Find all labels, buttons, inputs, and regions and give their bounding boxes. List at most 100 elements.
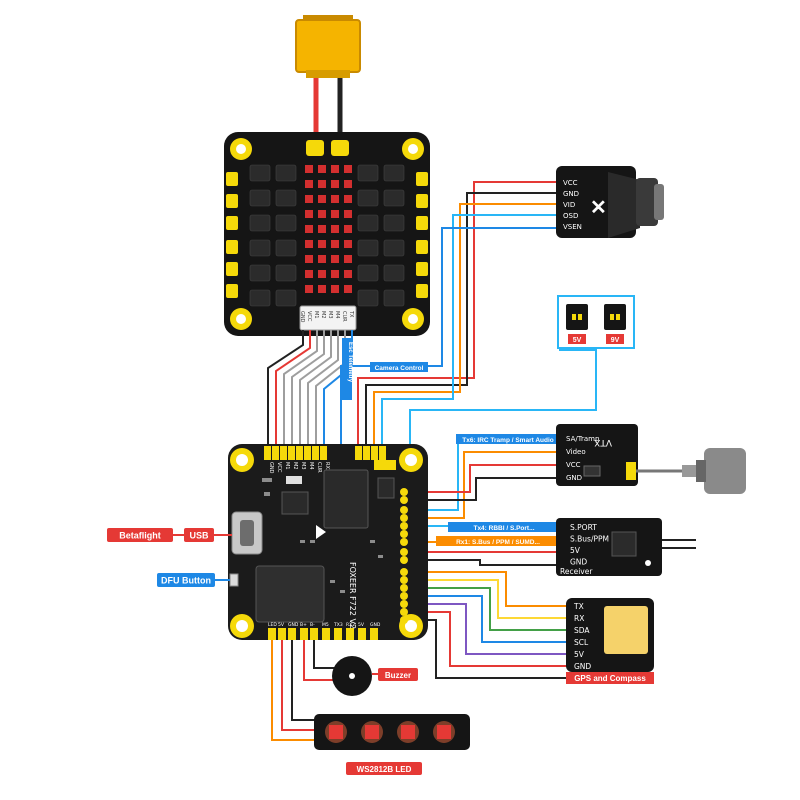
esc-telemetry-tag: Esc Telemetry <box>342 338 353 400</box>
gps-wires <box>408 571 570 679</box>
gps_pins-pin-label: RX <box>574 614 584 623</box>
fc-bottom-pads <box>268 628 378 640</box>
camera_pins-pin-label: VCC <box>563 179 578 187</box>
camera-control-tag: Camera Control <box>370 362 428 372</box>
esc-motor-pads-left <box>226 172 238 298</box>
osd-chip <box>323 469 369 529</box>
esc_connector_pins-pin-label: M1 <box>313 311 319 319</box>
fc_top_pins-pin-label: M4 <box>308 462 314 470</box>
esc_connector_pins-pin-label: CUR <box>341 311 347 322</box>
gps_pins-pin-label: GND <box>574 662 591 671</box>
gps_pins-pin-label: SDA <box>574 626 590 635</box>
fc_bottom_pins-pin-label: B+ <box>300 622 307 628</box>
fc_bottom_pins-pin-label: B- <box>310 622 315 628</box>
fc_top_pins-pin-label: M1 <box>284 462 290 470</box>
fc_bottom_pins-pin-label: GND <box>288 622 299 628</box>
receiver_pins-pin-label: S.PORT <box>570 523 597 532</box>
camera_pins-pin-label: VSEN <box>563 223 582 231</box>
camera_pins-pin-label: OSD <box>563 212 578 220</box>
camera_pins-pin-label: VID <box>563 201 575 209</box>
fc_top_pins-pin-label: GND <box>268 462 274 474</box>
receiver_pins-pin-label: GND <box>570 558 587 567</box>
svg-text:Tx6: IRC Tramp / Smart Audio: Tx6: IRC Tramp / Smart Audio <box>462 437 554 444</box>
xt60-connector <box>295 15 361 78</box>
vtx_pins-pin-label: SA/Tramp <box>566 435 600 443</box>
gps_pins-pin-label: 5V <box>574 650 585 659</box>
receiver-pin-labels: S.PORT S.Bus/PPM 5V GND <box>570 523 609 567</box>
fc-right-pads <box>400 488 408 624</box>
camera-wires <box>340 181 560 450</box>
bottom-wires <box>271 640 340 741</box>
camera_pins-pin-label: GND <box>563 190 579 198</box>
receiver_pins-pin-label: 5V <box>570 546 581 555</box>
mcu-chip <box>255 565 325 623</box>
dfu-label-group: DFU Button <box>157 573 230 587</box>
svg-text:Tx4: RBBI / S.Port...: Tx4: RBBI / S.Port... <box>473 525 534 532</box>
fc_top_pins-pin-label: M2 <box>292 462 298 470</box>
fc_bottom_pins-pin-label: 5V <box>278 622 285 628</box>
fc_top_pins-pin-label: CUR <box>316 462 322 473</box>
buzzer: Buzzer <box>332 656 418 696</box>
fc_bottom_pins-pin-label: RX2 <box>346 622 355 628</box>
esc_connector_pins-pin-label: M4 <box>334 311 340 319</box>
receiver: S.PORT S.Bus/PPM 5V GND Receiver <box>556 518 696 576</box>
betaflight-label-group: Betaflight USB <box>107 528 232 542</box>
esc-fc-harness <box>267 330 353 458</box>
vtx-uart-tag: Tx6: IRC Tramp / Smart Audio <box>456 434 560 444</box>
rx-uart-tx-tag: Tx4: RBBI / S.Port... <box>448 522 560 532</box>
rx-uart-rx-tag: Rx1: S.Bus / PPM / SUMD... <box>436 536 560 546</box>
esc-mount-holes <box>230 138 424 330</box>
vtx-brand-text: VTX <box>594 437 612 447</box>
dfu-button-label: DFU Button <box>161 576 211 586</box>
svg-text:Camera Control: Camera Control <box>375 365 424 372</box>
fc_bottom_pins-pin-label: GND <box>370 622 381 628</box>
gps_pins-pin-label: SCL <box>574 638 589 647</box>
receiver-brand-text: Receiver <box>560 567 593 576</box>
fc_bottom_pins-pin-label: M5 <box>322 622 329 628</box>
fc_bottom_pins-pin-label: 5V <box>358 622 365 628</box>
buzzer-label: Buzzer <box>385 671 411 680</box>
esc-capacitors <box>305 165 352 293</box>
esc_connector_pins-pin-label: GND <box>299 311 305 323</box>
esc-signal-connector <box>299 305 357 331</box>
pad-5v-label: 5V <box>573 337 582 344</box>
vtx_pins-pin-label: GND <box>566 474 582 482</box>
fc_bottom_pins-pin-label: LED <box>268 622 277 628</box>
svg-text:Esc Telemetry: Esc Telemetry <box>347 342 353 383</box>
esc_connector_pins-pin-label: M2 <box>320 311 326 319</box>
usb-label: USB <box>189 531 209 541</box>
receiver_pins-pin-label: S.Bus/PPM <box>570 535 609 544</box>
led-strip: WS2812B LED <box>314 714 470 775</box>
fc-model-text: FOXEER F722 V2 <box>348 562 357 629</box>
camera: ✕ VCC GND VID OSD VSEN <box>556 166 664 238</box>
fc-top-pads <box>264 446 386 460</box>
gps-pin-labels: TX RX SDA SCL 5V GND <box>573 602 591 671</box>
led-glow <box>325 721 455 743</box>
gps-label: GPS and Compass <box>574 674 646 683</box>
vtx_pins-pin-label: Video <box>566 448 586 456</box>
foxeer-x-logo: ✕ <box>590 197 607 219</box>
gps-module: TX RX SDA SCL 5V GND GPS and Compass <box>566 598 654 684</box>
gps_pins-pin-label: TX <box>573 602 584 611</box>
fc-mount-holes <box>230 448 423 638</box>
esc_connector_pins-pin-label: VCC <box>306 311 312 322</box>
fc_top_pins-pin-label: RX3 <box>324 462 330 472</box>
fc_bottom_pins-pin-label: TX3 <box>333 622 343 628</box>
esc_connector_pins-pin-label: TX <box>348 310 354 318</box>
vtx_pins-pin-label: VCC <box>566 461 581 469</box>
esc_connector_pins-pin-label: M3 <box>327 311 333 319</box>
voltage-select-panel: 5V 9V <box>557 295 635 349</box>
svg-text:Rx1: S.Bus / PPM / SUMD...: Rx1: S.Bus / PPM / SUMD... <box>456 539 540 546</box>
gps-antenna <box>604 606 648 654</box>
camera-pin-labels: VCC GND VID OSD VSEN <box>563 179 582 231</box>
fc_top_pins-pin-label: VCC <box>276 462 282 473</box>
led-label: WS2812B LED <box>357 765 412 774</box>
pad-9v-label: 9V <box>611 337 620 344</box>
esc-motor-pads-right <box>416 172 428 298</box>
